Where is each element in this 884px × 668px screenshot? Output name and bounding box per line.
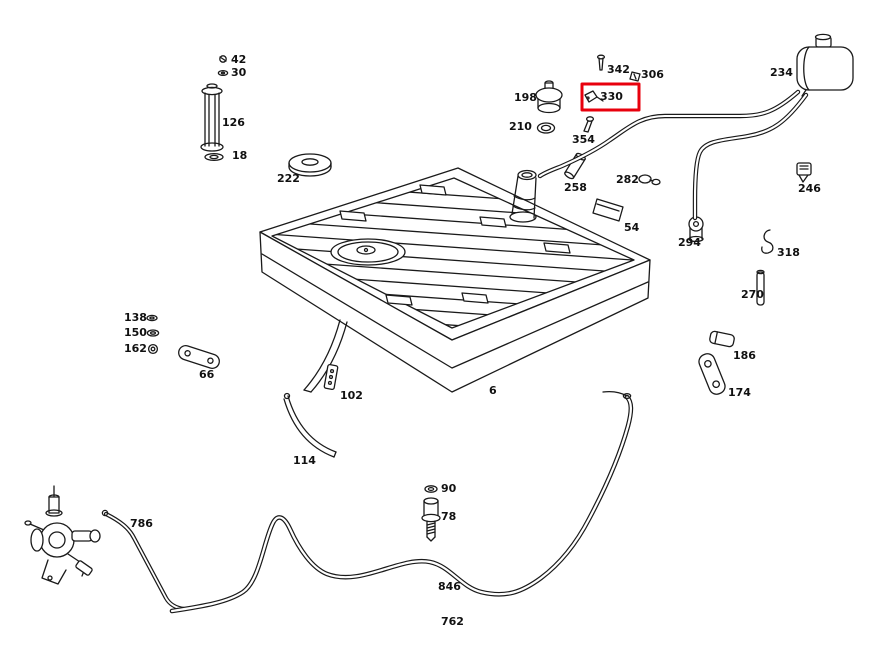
part-label-846: 846: [438, 580, 461, 593]
part-screw-342: [596, 54, 606, 71]
part-label-186: 186: [733, 349, 756, 362]
part-fuel-tank-6: [259, 167, 651, 393]
part-strap-114: [283, 392, 337, 458]
highlight-box-330: [580, 82, 641, 112]
part-label-54: 54: [624, 221, 640, 234]
part-clip-282: [638, 174, 661, 186]
part-label-150: 150: [124, 326, 147, 339]
part-label-294: 294: [678, 236, 701, 249]
part-cap-222: [288, 153, 332, 177]
part-grommet-138: [146, 314, 158, 322]
part-fuel-pipe-846-762: [169, 390, 634, 614]
part-pin-270: [756, 269, 765, 306]
part-label-222: 222: [277, 172, 300, 185]
part-ring-90: [424, 485, 438, 493]
part-label-6: 6: [489, 384, 497, 397]
part-label-270: 270: [741, 288, 764, 301]
part-label-42: 42: [231, 53, 247, 66]
part-link-174: [698, 353, 726, 395]
part-bracket-54: [592, 198, 624, 222]
part-tank-strap: [303, 319, 348, 393]
part-bolt-354: [583, 116, 595, 133]
part-label-306: 306: [641, 68, 664, 81]
part-label-66: 66: [199, 368, 215, 381]
part-label-234: 234: [770, 66, 793, 79]
part-label-342: 342: [607, 63, 630, 76]
part-label-90: 90: [441, 482, 457, 495]
part-bracket-66: [178, 345, 220, 369]
part-washer-150: [146, 329, 160, 337]
part-label-18: 18: [232, 149, 248, 162]
part-label-246: 246: [798, 182, 821, 195]
part-filler-neck: [509, 169, 537, 223]
part-label-78: 78: [441, 510, 457, 523]
part-washer-18: [204, 152, 224, 162]
part-drain-bolt-78: [421, 497, 441, 542]
part-label-282: 282: [616, 173, 639, 186]
part-label-30: 30: [231, 66, 247, 79]
part-label-210: 210: [509, 120, 532, 133]
part-fuel-cock: [24, 485, 101, 585]
part-fitting-330: [584, 90, 604, 103]
part-hook-318: [761, 229, 774, 254]
part-label-102: 102: [340, 389, 363, 402]
part-seal-ring-210: [536, 122, 556, 134]
part-label-198: 198: [514, 91, 537, 104]
part-label-138: 138: [124, 311, 147, 324]
part-clip-186: [709, 330, 735, 348]
part-plate-102: [323, 363, 339, 391]
part-label-174: 174: [728, 386, 751, 399]
part-label-354: 354: [572, 133, 595, 146]
part-label-162: 162: [124, 342, 147, 355]
part-valve-198: [535, 80, 563, 114]
part-rod-786: [101, 509, 187, 612]
part-label-126: 126: [222, 116, 245, 129]
part-canister-234: [796, 33, 854, 97]
part-label-114: 114: [293, 454, 316, 467]
part-label-258: 258: [564, 181, 587, 194]
part-clip-306: [629, 71, 641, 82]
part-vent-hose-lower: [692, 92, 809, 221]
part-nut-162: [147, 343, 159, 355]
part-label-318: 318: [777, 246, 800, 259]
part-vent-hose-upper: [537, 89, 801, 179]
part-label-330: 330: [600, 90, 623, 103]
part-screw-42: [219, 55, 227, 63]
part-label-786: 786: [130, 517, 153, 530]
part-label-762: 762: [441, 615, 464, 628]
part-washer-30: [217, 69, 229, 77]
part-filler-pipe-126: [200, 83, 224, 152]
part-clip-246: [796, 162, 812, 183]
